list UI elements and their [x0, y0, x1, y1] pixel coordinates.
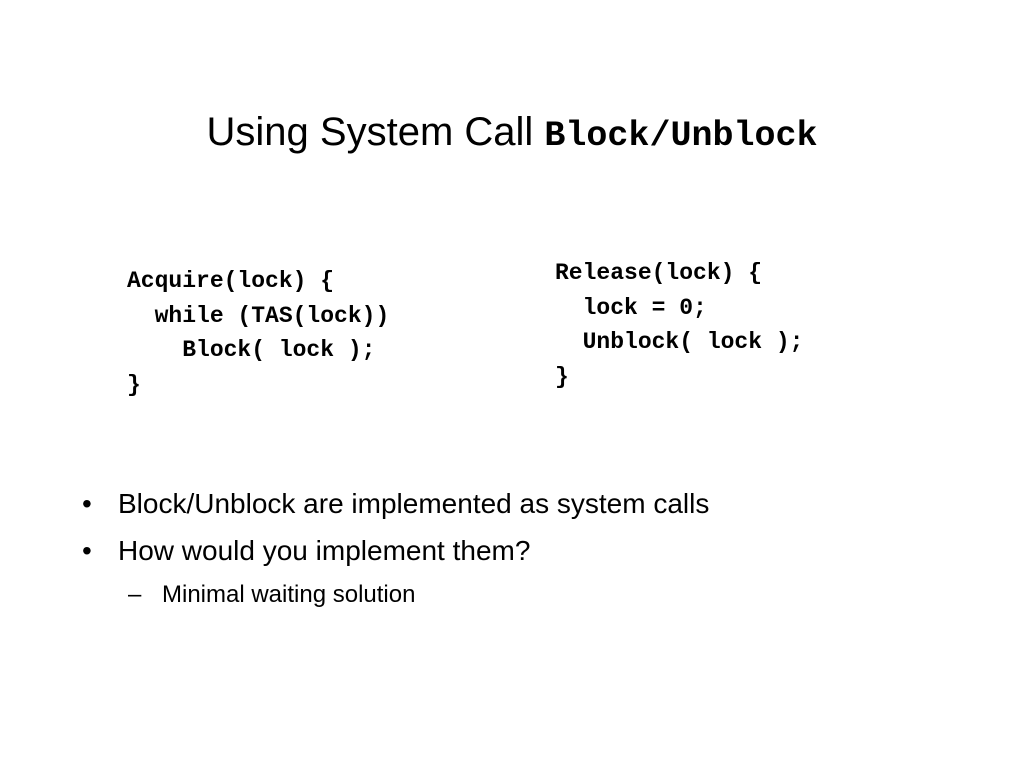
bullet-item: • Block/Unblock are implemented as syste… — [78, 484, 978, 531]
code-line: Unblock( lock ); — [555, 329, 804, 355]
release-code-block: Release(lock) { lock = 0; Unblock( lock … — [555, 256, 803, 394]
bullet-text: Block/Unblock are implemented as system … — [118, 488, 710, 519]
code-line: } — [127, 371, 141, 398]
bullet-item: • How would you implement them? — [78, 531, 978, 578]
bullet-text: How would you implement them? — [118, 535, 531, 566]
bullet-list: • Block/Unblock are implemented as syste… — [78, 484, 978, 612]
slide-title: Using System Call Block/Unblock — [0, 108, 1024, 160]
sub-bullet-item: – Minimal waiting solution — [78, 578, 978, 612]
sub-bullet-text: Minimal waiting solution — [162, 581, 416, 608]
code-line: Release(lock) { — [555, 260, 763, 286]
slide-title-code: Block/Unblock — [544, 116, 818, 156]
bullet-dot-icon: • — [82, 488, 92, 519]
slide-title-text: Using System Call — [206, 110, 534, 154]
code-line: } — [555, 363, 569, 390]
code-line: Acquire(lock) { — [127, 268, 335, 294]
bullet-dot-icon: • — [82, 535, 92, 566]
sub-bullet-dash-icon: – — [128, 581, 142, 608]
code-line: Block( lock ); — [127, 337, 376, 363]
acquire-code-block: Acquire(lock) { while (TAS(lock)) Block(… — [127, 264, 389, 402]
code-line: lock = 0; — [555, 294, 707, 321]
code-line: while (TAS(lock)) — [127, 302, 390, 329]
